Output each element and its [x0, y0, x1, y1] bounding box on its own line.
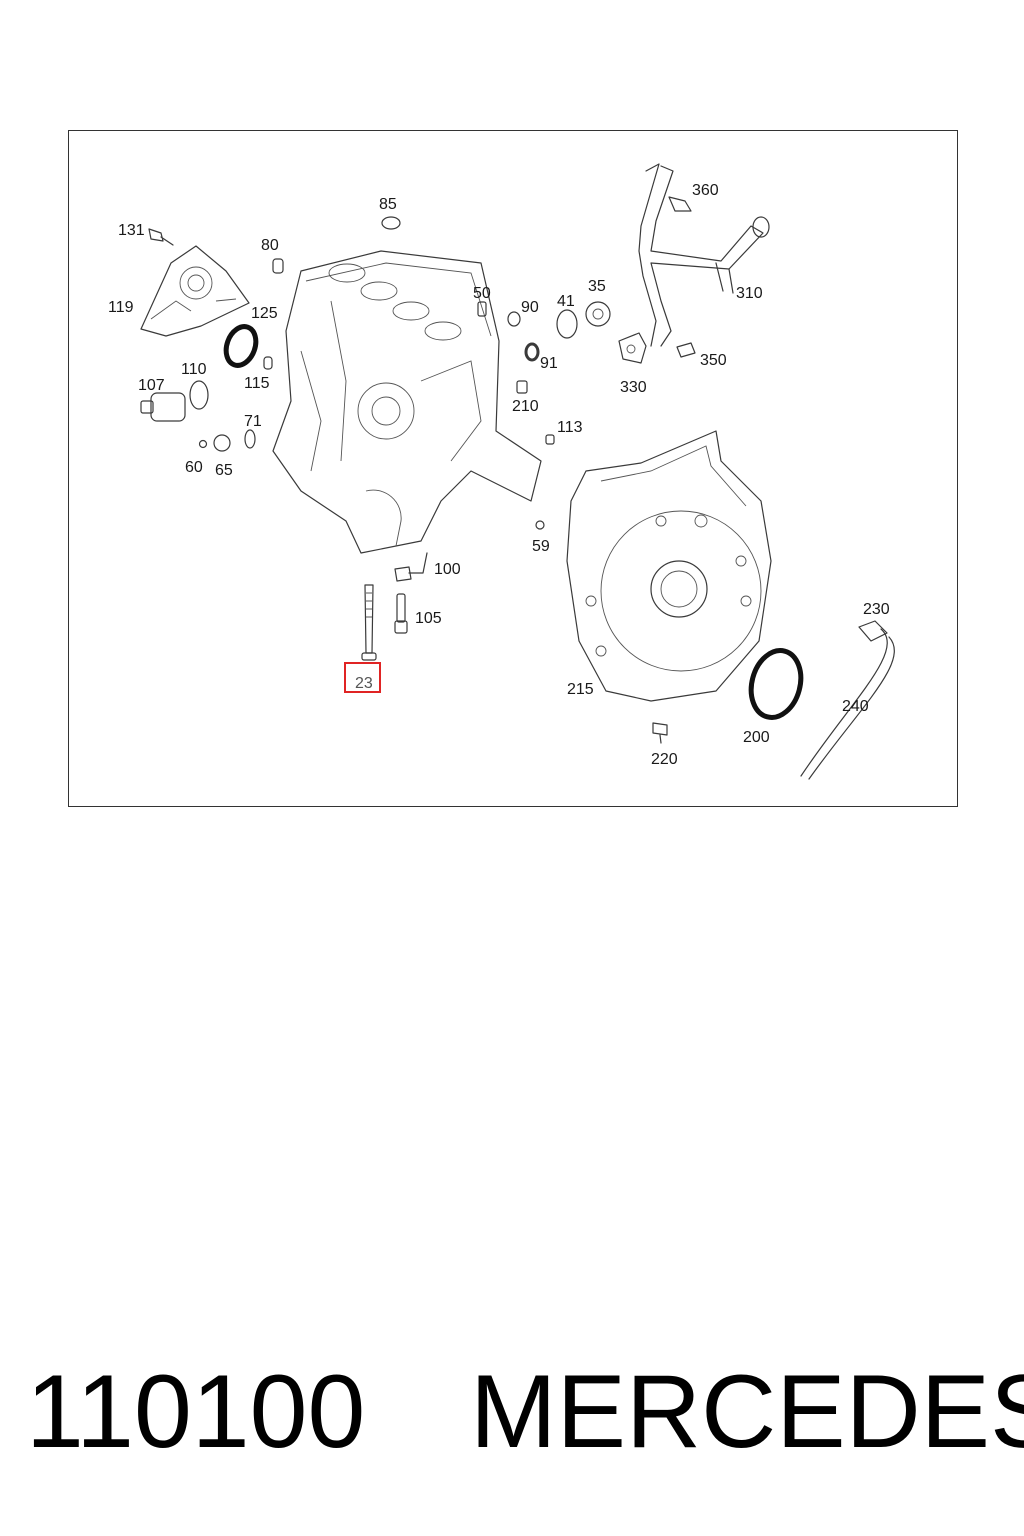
label-230: 230 — [863, 601, 890, 618]
plug-85-drawing — [381, 216, 401, 230]
label-23: 23 — [355, 675, 373, 692]
label-100: 100 — [434, 561, 461, 578]
exploded-parts-diagram: 85 131 80 119 125 110 107 115 71 60 65 5… — [108, 163, 895, 780]
parts-diagram-frame: 85 131 80 119 125 110 107 115 71 60 65 5… — [68, 130, 958, 807]
bolt-220-drawing — [652, 722, 668, 744]
coolant-pipe-drawing — [638, 163, 770, 347]
label-119: 119 — [108, 299, 134, 316]
label-71: 71 — [244, 413, 262, 430]
label-80: 80 — [261, 237, 279, 254]
label-91: 91 — [540, 355, 558, 372]
label-220: 220 — [651, 751, 678, 768]
bolt-350-drawing — [676, 342, 696, 358]
label-210: 210 — [512, 398, 539, 415]
ball-59-drawing — [535, 520, 545, 530]
label-215: 215 — [567, 681, 594, 698]
sleeve-210-drawing — [516, 380, 528, 394]
label-350: 350 — [700, 352, 727, 369]
ball-60-drawing — [198, 439, 208, 449]
seal-91-drawing — [524, 342, 540, 362]
part-107-drawing — [140, 392, 186, 422]
label-110: 110 — [181, 361, 207, 378]
ring-110-drawing — [189, 380, 209, 410]
plug-90-drawing — [507, 311, 521, 327]
label-310: 310 — [736, 285, 763, 302]
pin-80-drawing — [272, 258, 284, 274]
label-85: 85 — [379, 196, 397, 213]
label-240: 240 — [842, 698, 869, 715]
ring-71-drawing — [244, 429, 256, 449]
brand-caption: MERCEDES — [470, 1354, 1024, 1470]
front-cover-drawing — [140, 245, 250, 337]
plug-65-drawing — [213, 434, 231, 452]
label-59: 59 — [532, 538, 550, 555]
label-131: 131 — [118, 222, 145, 239]
label-105: 105 — [415, 610, 442, 627]
part-labels: 85 131 80 119 125 110 107 115 71 60 65 5… — [108, 182, 890, 768]
label-125: 125 — [251, 305, 278, 322]
label-65: 65 — [215, 462, 233, 479]
label-200: 200 — [743, 729, 770, 746]
pin-50-drawing — [477, 301, 487, 317]
label-107: 107 — [138, 377, 165, 394]
label-60: 60 — [185, 459, 203, 476]
bolt-23-drawing — [361, 584, 377, 661]
sleeve-115-drawing — [263, 356, 273, 370]
engine-block-drawing — [272, 250, 542, 554]
ring-41-drawing — [556, 309, 578, 339]
label-41: 41 — [557, 293, 575, 310]
bolt-131-drawing — [148, 228, 174, 246]
part-number-caption: 110100 — [26, 1354, 366, 1470]
seal-125-drawing — [223, 324, 259, 368]
label-50: 50 — [473, 285, 491, 302]
sensor-100-drawing — [394, 552, 428, 582]
label-90: 90 — [521, 299, 539, 316]
hose-240-drawing — [800, 620, 895, 780]
sensor-105-drawing — [394, 593, 408, 634]
label-330: 330 — [620, 379, 647, 396]
label-115: 115 — [244, 375, 270, 392]
housing-215-drawing — [566, 430, 772, 702]
label-113: 113 — [557, 419, 583, 436]
label-360: 360 — [692, 182, 719, 199]
part-35-drawing — [585, 301, 611, 327]
highlight-box-23 — [344, 662, 381, 693]
flange-330-drawing — [618, 332, 647, 364]
pin-113-drawing — [545, 434, 555, 445]
seal-200-drawing — [748, 648, 804, 720]
label-35: 35 — [588, 278, 606, 295]
